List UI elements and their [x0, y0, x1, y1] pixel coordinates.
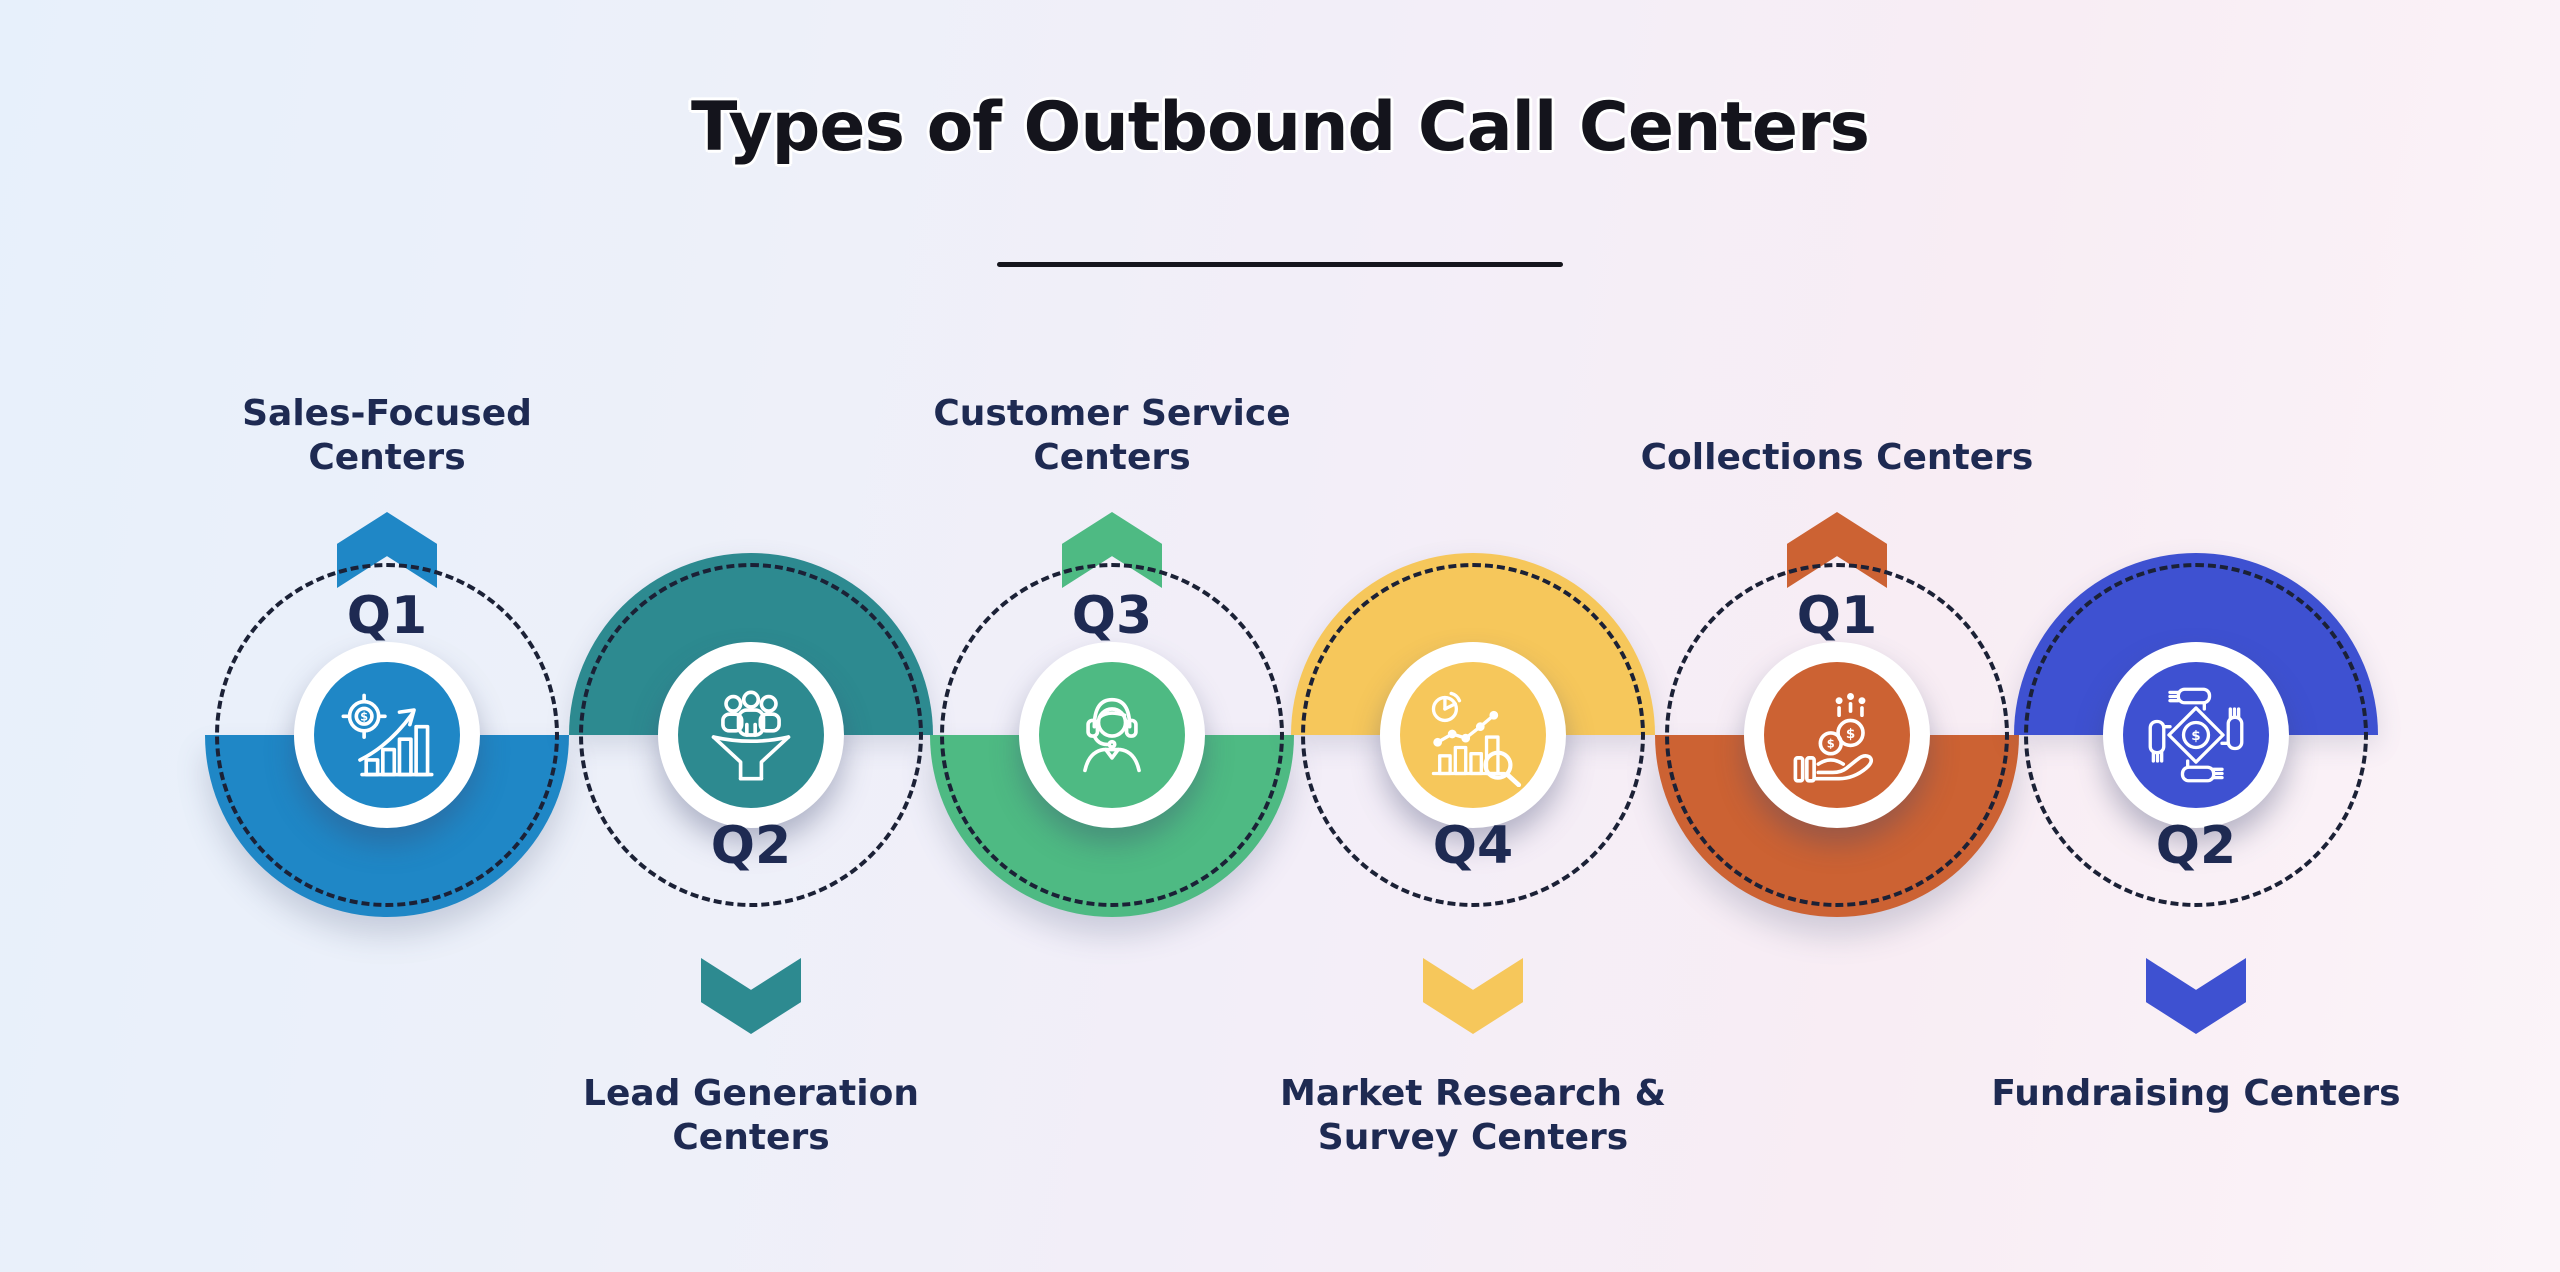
unit-market-research: Q4 Market Research & Survey Centers — [1273, 0, 1673, 1272]
icon-badge — [1039, 662, 1185, 808]
white-ring: $ — [294, 642, 480, 828]
down-chevron-icon — [2146, 958, 2246, 1034]
icon-badge: $ — [314, 662, 460, 808]
white-ring — [658, 642, 844, 828]
quarter-label: Q1 — [1796, 586, 1878, 646]
down-chevron-icon — [1423, 958, 1523, 1034]
down-chevron-icon — [701, 958, 801, 1034]
svg-text:$: $ — [1846, 726, 1855, 742]
item-label: Lead Generation Centers — [583, 1073, 919, 1158]
hand-receiving-coins-icon: $ $ — [1793, 693, 1874, 783]
dashed-circle — [1301, 563, 1645, 907]
dashed-circle — [215, 563, 559, 907]
quarter-label: Q4 — [1432, 816, 1514, 876]
support-agent-headset-icon — [1083, 697, 1141, 773]
svg-text:$: $ — [360, 709, 368, 723]
white-ring — [1380, 642, 1566, 828]
unit-collections: Collections Centers Q1 $ $ — [1637, 0, 2037, 1272]
unit-sales-focused: Sales-Focused Centers Q1 $ — [187, 0, 587, 1272]
item-label: Customer Service Centers — [933, 393, 1291, 479]
lead-funnel-icon — [711, 690, 791, 781]
icon-badge — [678, 662, 824, 808]
quarter-label: Q1 — [346, 586, 428, 646]
unit-lead-generation: Q2 Lead Generation Centers — [551, 0, 951, 1272]
title-underline — [997, 262, 1563, 267]
quarter-label: Q3 — [1071, 586, 1153, 646]
icon-badge: $ $ — [1764, 662, 1910, 808]
white-ring: $ $ — [1744, 642, 1930, 828]
item-label: Fundraising Centers — [1991, 1073, 2401, 1114]
dashed-circle — [940, 563, 1284, 907]
item-label: Sales-Focused Centers — [242, 393, 532, 479]
quarter-label: Q2 — [2155, 816, 2237, 876]
dashed-circle — [2024, 563, 2368, 907]
hands-around-dollar-icon: $ — [2148, 687, 2244, 783]
svg-text:$: $ — [2191, 728, 2200, 744]
icon-badge: $ — [2123, 662, 2269, 808]
market-analytics-magnifier-icon — [1431, 691, 1522, 787]
item-label: Collections Centers — [1640, 437, 2034, 479]
white-ring: $ — [2103, 642, 2289, 828]
svg-text:$: $ — [1827, 736, 1835, 750]
white-ring — [1019, 642, 1205, 828]
item-label: Market Research & Survey Centers — [1280, 1073, 1666, 1158]
dashed-circle — [579, 563, 923, 907]
unit-fundraising: Q2 Fundraising Centers — [1991, 0, 2401, 1272]
dashed-circle — [1665, 563, 2009, 907]
icon-badge — [1400, 662, 1546, 808]
page-title: Types of Outbound Call Centers — [691, 88, 1870, 167]
growth-target-chart-icon: $ — [341, 693, 434, 777]
quarter-label: Q2 — [710, 816, 792, 876]
unit-customer-service: Customer Service Centers Q3 — [912, 0, 1312, 1272]
